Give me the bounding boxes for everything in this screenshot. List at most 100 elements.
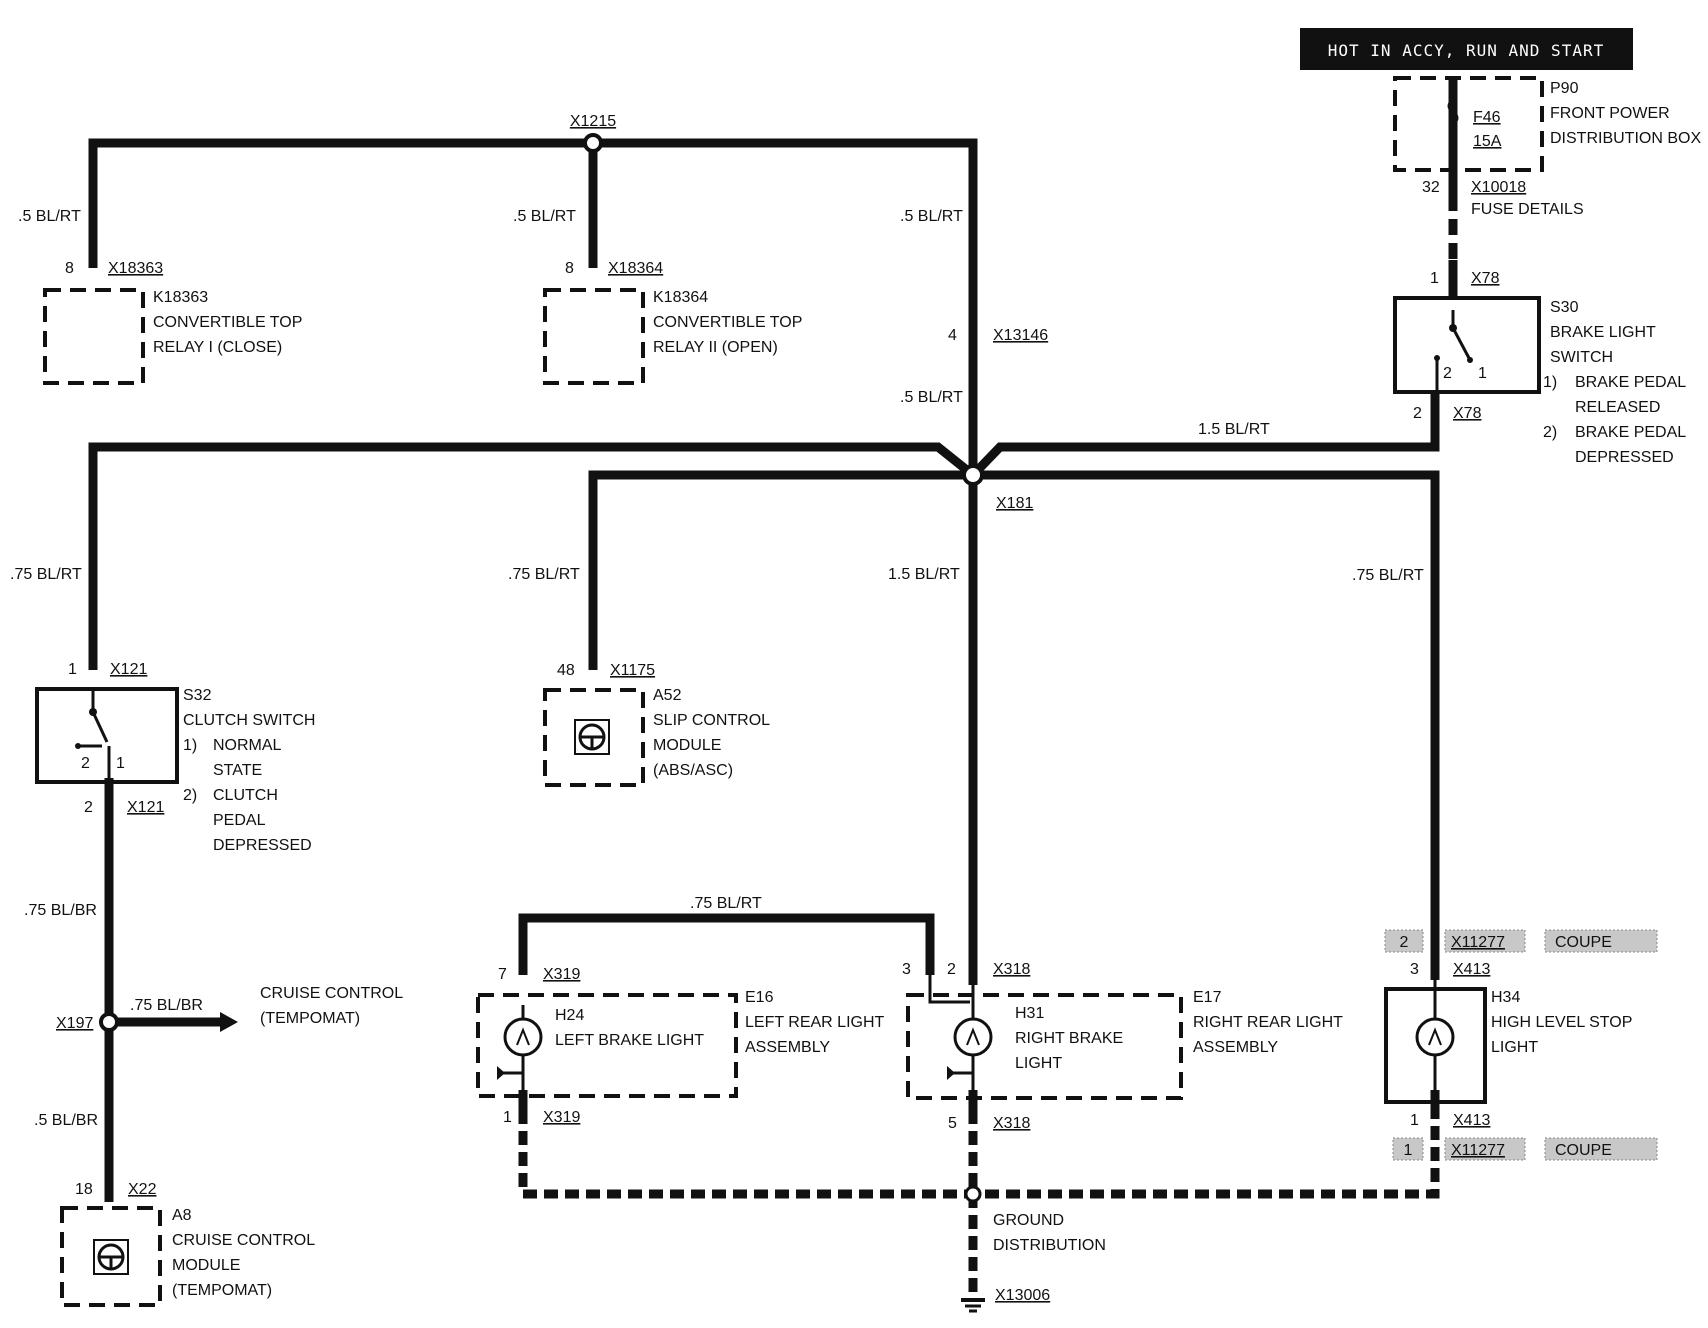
high-stop-pin-in: 3 (1410, 961, 1419, 978)
relay-open-box (543, 288, 645, 385)
ground-line1: GROUND (993, 1212, 1064, 1229)
left-assembly-line2: ASSEMBLY (745, 1039, 830, 1056)
trunk-pin: 4 (948, 327, 957, 344)
slip-module-box (543, 688, 645, 787)
clutch-line1: CLUTCH SWITCH (183, 712, 315, 729)
left-light-jumper-wire: .75 BL/RT (690, 895, 762, 912)
trunk-connector: X13146 (993, 327, 1048, 344)
steering-wheel-icon-slip (574, 719, 610, 755)
brake-switch-contact2: 2 (1443, 365, 1452, 382)
fuse-icon (1447, 98, 1459, 126)
right-light-pin-b: 2 (947, 961, 956, 978)
splice-center-label: X181 (996, 495, 1033, 512)
brake-switch-pin-out: 2 (1413, 405, 1422, 422)
coupe-bot-pin-bg (1392, 1137, 1424, 1161)
slip-module-wire: .75 BL/RT (508, 566, 580, 583)
brake-state2-a: BRAKE PEDAL (1575, 424, 1686, 441)
relay-open-connector: X18364 (608, 260, 663, 277)
relay-close-wire: .5 BL/RT (18, 208, 81, 225)
wire-clutch-feed (88, 442, 976, 670)
left-lamp-ref: H24 (555, 1007, 584, 1024)
right-assembly-ref: E17 (1193, 989, 1222, 1006)
clutch-contact1: 1 (116, 755, 125, 772)
relay-close-box (43, 288, 145, 385)
left-light-pin-out: 1 (503, 1109, 512, 1126)
splice-top-dot (583, 133, 603, 153)
splice-cruise-label: X197 (56, 1015, 93, 1032)
coupe-top-label: COUPE (1555, 934, 1612, 951)
relay-close-connector: X18363 (108, 260, 163, 277)
cruise-arrow (220, 1012, 238, 1032)
clutch-s1-num: 1) (183, 737, 197, 754)
clutch-s2-num: 2) (183, 787, 197, 804)
right-assembly-line2: ASSEMBLY (1193, 1039, 1278, 1056)
bulb-icon-high-stop (1415, 1017, 1455, 1057)
relay-open-line1: CONVERTIBLE TOP (653, 314, 802, 331)
cruise-module-line1: CRUISE CONTROL (172, 1232, 315, 1249)
coupe-bot-label: COUPE (1555, 1142, 1612, 1159)
clutch-s2-c: DEPRESSED (213, 837, 312, 854)
wire-jumper-inner (928, 975, 970, 1004)
relay-close-pin: 8 (65, 260, 74, 277)
ground-bus (518, 1110, 1440, 1199)
right-light-box (906, 993, 1183, 1100)
wire-jumper (518, 913, 935, 975)
slip-module-ref: A52 (653, 687, 682, 704)
clutch-s1-a: NORMAL (213, 737, 282, 754)
clutch-ref: S32 (183, 687, 212, 704)
splice-center-dot (962, 464, 984, 486)
cruise-module-pin: 18 (75, 1181, 93, 1198)
high-stop-box (1384, 987, 1487, 1104)
left-light-pin-in: 7 (498, 966, 507, 983)
header-bar (1300, 28, 1633, 70)
high-stop-conn-in: X413 (1453, 961, 1490, 978)
right-lamp-line2: LIGHT (1015, 1055, 1062, 1072)
right-lamp-ref: H31 (1015, 1005, 1044, 1022)
brake-switch-conn-in: X78 (1471, 270, 1500, 287)
relay-open-wire: .5 BL/RT (513, 208, 576, 225)
splice-top-label: X1215 (570, 113, 616, 130)
clutch-wire-in: .75 BL/RT (10, 566, 82, 583)
high-stop-wire: .75 BL/RT (1352, 567, 1424, 584)
slip-module-line3: (ABS/ASC) (653, 762, 733, 779)
clutch-conn-out: X121 (127, 799, 164, 816)
wire-center-bus (588, 470, 1440, 980)
splice-ground-dot (964, 1185, 982, 1203)
slip-module-connector: X1175 (610, 662, 655, 679)
wires (88, 80, 1458, 1298)
slip-module-line2: MODULE (653, 737, 721, 754)
coupe-top-conn: X11277 (1451, 934, 1505, 951)
left-assembly-line1: LEFT REAR LIGHT (745, 1014, 885, 1031)
fuse-rating: 15A (1473, 133, 1502, 150)
clutch-pin-out: 2 (84, 799, 93, 816)
cruise-module-connector: X22 (128, 1181, 157, 1198)
right-light-conn-out: X318 (993, 1115, 1030, 1132)
power-pin: 32 (1422, 179, 1440, 196)
brake-switch-ref: S30 (1550, 299, 1579, 316)
wire-top-bus (88, 138, 978, 475)
left-light-box (476, 993, 738, 1098)
trunk-wire-bottom: .5 BL/RT (900, 389, 963, 406)
clutch-s2-a: CLUTCH (213, 787, 278, 804)
cruise-module-line2: MODULE (172, 1257, 240, 1274)
ground-line2: DISTRIBUTION (993, 1237, 1106, 1254)
ground-connector: X13006 (995, 1287, 1050, 1304)
left-light-conn-in: X319 (543, 966, 580, 983)
high-stop-line1: HIGH LEVEL STOP (1491, 1014, 1632, 1031)
brake-switch-box (1393, 296, 1541, 394)
right-light-wire-in: 1.5 BL/RT (888, 566, 960, 583)
clutch-s1-b: STATE (213, 762, 262, 779)
brake-state2-b: DEPRESSED (1575, 449, 1674, 466)
brake-switch-pin-in: 1 (1430, 270, 1439, 287)
high-stop-pin-out: 1 (1410, 1112, 1419, 1129)
coupe-bot-pin: 1 (1404, 1142, 1413, 1159)
coupe-bot-conn: X11277 (1451, 1142, 1505, 1159)
slip-module-line1: SLIP CONTROL (653, 712, 770, 729)
slip-module-pin: 48 (557, 662, 575, 679)
brake-switch-line2: SWITCH (1550, 349, 1613, 366)
fuse-ref: F46 (1473, 109, 1501, 126)
brake-state1-num: 1) (1543, 374, 1557, 391)
brake-switch-wire: 1.5 BL/RT (1198, 421, 1270, 438)
coupe-bot-conn-bg (1444, 1137, 1526, 1161)
